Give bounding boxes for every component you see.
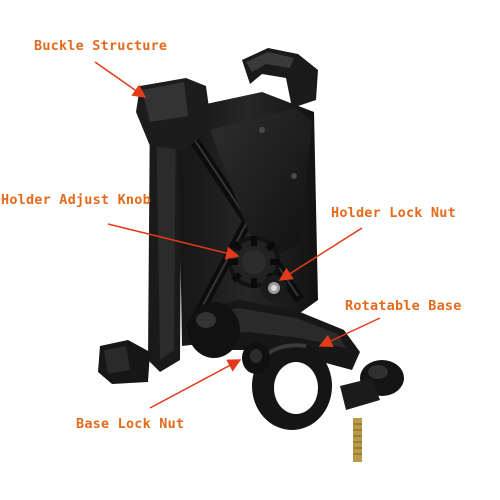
- ball-joint: [188, 302, 240, 358]
- callout-arrows: [94, 61, 381, 409]
- top-right-panel: [210, 108, 312, 262]
- clamp-knob-right: [340, 360, 404, 410]
- handlebar-clamp-ring: [252, 342, 332, 430]
- holder-lock-nut-part: [261, 275, 287, 301]
- arrow-base-lock-nut: [149, 359, 242, 409]
- label-buckle-structure: Buckle Structure: [34, 38, 168, 54]
- arrow-holder-adjust-knob: [107, 223, 240, 260]
- label-holder-lock-nut: Holder Lock Nut: [331, 205, 456, 221]
- phone-holder-device: [98, 48, 404, 462]
- arrow-rotatable-base: [318, 317, 381, 348]
- arrow-buckle-structure: [94, 61, 147, 98]
- holder-adjust-knob-part: [228, 236, 280, 288]
- arrow-holder-lock-nut: [278, 227, 363, 281]
- threaded-bolt: [353, 418, 362, 462]
- label-base-lock-nut: Base Lock Nut: [76, 416, 185, 432]
- base-lock-nut-part: [242, 342, 270, 374]
- label-holder-adjust-knob: Holder Adjust Knob: [1, 192, 151, 208]
- label-rotatable-base: Rotatable Base: [345, 298, 462, 314]
